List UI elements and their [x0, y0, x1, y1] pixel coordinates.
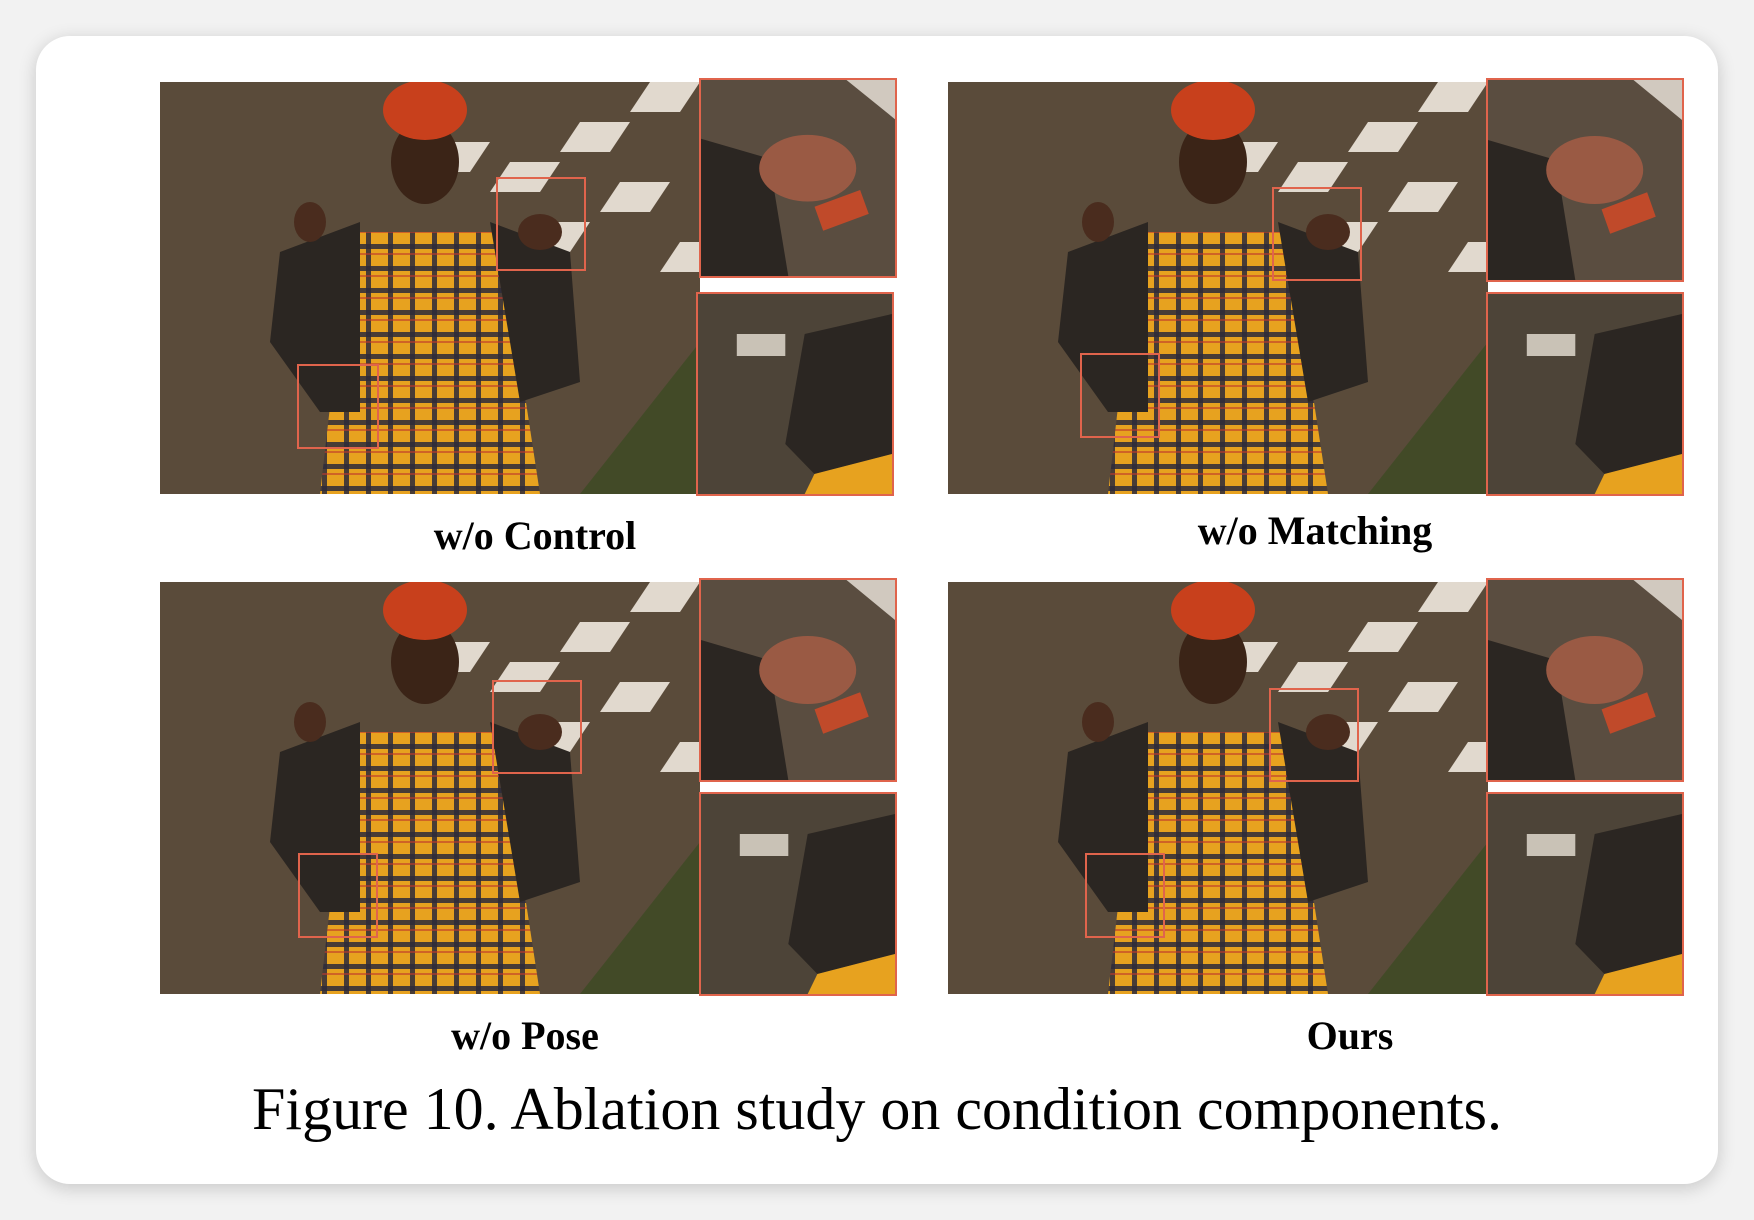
- figure-caption: Figure 10. Ablation study on condition c…: [252, 1076, 1502, 1142]
- zoom-inset-jacket: [1486, 292, 1684, 496]
- highlight-box-hand: [1272, 187, 1362, 281]
- photo-image: [160, 582, 700, 994]
- zoom-image: [1488, 580, 1682, 780]
- zoom-inset-jacket: [699, 792, 897, 996]
- main-photo: [948, 582, 1488, 994]
- panel-label: w/o Control: [433, 513, 637, 558]
- zoom-image: [698, 294, 892, 494]
- main-photo: [948, 82, 1488, 494]
- highlight-box-hand: [1269, 688, 1359, 782]
- zoom-inset-jacket: [1486, 792, 1684, 996]
- zoom-image: [1488, 80, 1682, 280]
- panel-label: w/o Pose: [451, 1013, 599, 1058]
- panel-label: w/o Matching: [1197, 508, 1433, 553]
- highlight-box-jacket: [1080, 353, 1160, 438]
- main-photo: [160, 582, 700, 994]
- panel-label: Ours: [1306, 1013, 1394, 1058]
- highlight-box-jacket: [1085, 853, 1165, 938]
- highlight-box-hand: [496, 177, 586, 271]
- zoom-image: [1488, 294, 1682, 494]
- zoom-inset-hand: [699, 78, 897, 278]
- zoom-image: [701, 580, 895, 780]
- photo-image: [160, 82, 700, 494]
- zoom-inset-jacket: [696, 292, 894, 496]
- photo-image: [948, 82, 1488, 494]
- highlight-box-hand: [492, 680, 582, 774]
- photo-image: [948, 582, 1488, 994]
- highlight-box-jacket: [297, 364, 379, 449]
- zoom-inset-hand: [1486, 78, 1684, 282]
- zoom-inset-hand: [1486, 578, 1684, 782]
- zoom-image: [1488, 794, 1682, 994]
- zoom-image: [701, 794, 895, 994]
- zoom-inset-hand: [699, 578, 897, 782]
- main-photo: [160, 82, 700, 494]
- highlight-box-jacket: [298, 853, 378, 938]
- zoom-image: [701, 80, 895, 276]
